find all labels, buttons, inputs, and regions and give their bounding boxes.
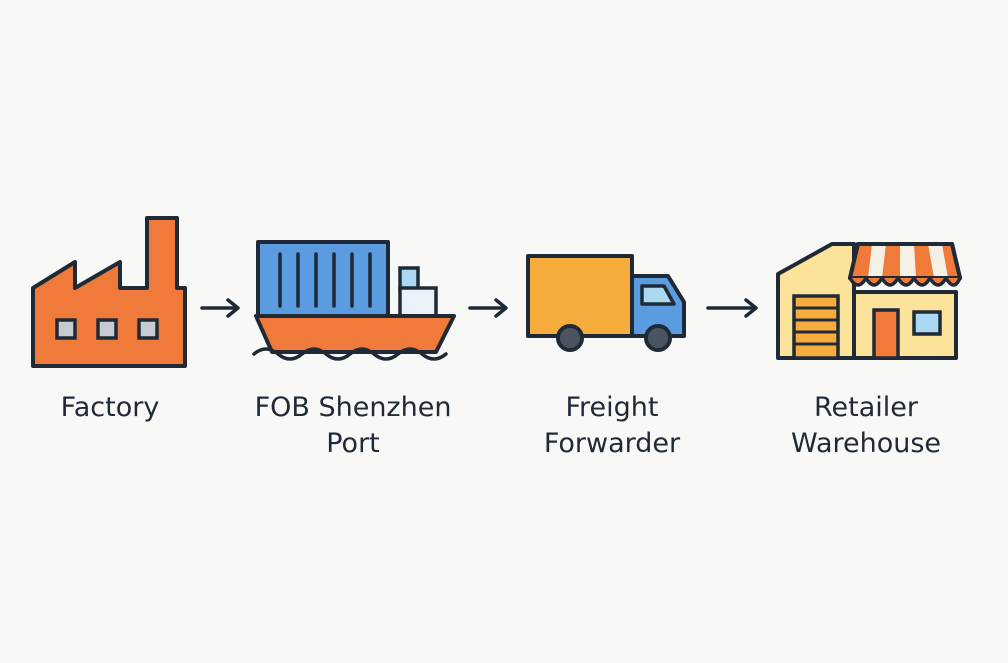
flow-arrow-icon [200, 298, 240, 318]
stage-label-port: FOB Shenzhen Port [223, 390, 483, 462]
factory-icon [31, 216, 187, 368]
label-line: Freight [565, 392, 659, 423]
label-line: Retailer [813, 392, 918, 423]
stage-label-forwarder: Freight Forwarder [492, 390, 732, 462]
label-line: Warehouse [790, 428, 942, 459]
storefront-warehouse-icon [776, 242, 962, 360]
flow-arrow-icon [468, 298, 508, 318]
label-line: Factory [60, 392, 160, 423]
label-line: FOB Shenzhen [254, 392, 452, 423]
label-line: Forwarder [543, 428, 681, 459]
cargo-ship-icon [252, 240, 456, 361]
stage-label-factory: Factory [10, 390, 210, 426]
label-line: Port [326, 428, 380, 459]
delivery-truck-icon [526, 254, 686, 352]
stage-label-warehouse: Retailer Warehouse [746, 390, 986, 462]
flow-arrow-icon [706, 298, 758, 318]
